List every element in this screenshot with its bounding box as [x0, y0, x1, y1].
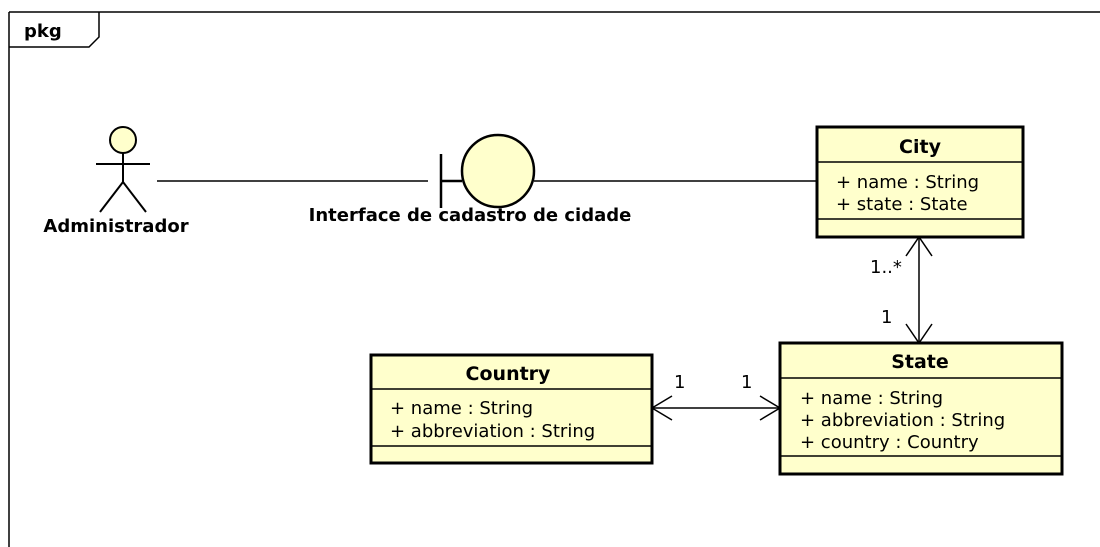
class-city-name: City — [899, 136, 942, 158]
actor-administrador[interactable]: Administrador — [43, 126, 189, 237]
boundary-icon — [439, 133, 536, 209]
class-state-attribute: + abbreviation : String — [800, 410, 1005, 431]
class-city-attribute: + state : State — [836, 194, 968, 215]
class-city[interactable]: City + name : String + state : State — [815, 125, 1025, 239]
multiplicity-state-end: 1 — [741, 372, 752, 393]
arrowhead-up-icon — [905, 235, 933, 257]
class-country-box — [369, 353, 654, 465]
association-city-state[interactable]: 1..* 1 — [870, 235, 933, 345]
arrowhead-left-icon — [650, 395, 673, 421]
class-state-attribute: + name : String — [800, 388, 943, 409]
package-tab — [9, 12, 100, 48]
class-state-box — [778, 341, 1064, 476]
actor-stick-figure-icon — [96, 126, 150, 213]
boundary-name: Interface de cadastro de cidade — [309, 205, 632, 226]
class-country-name: Country — [466, 363, 552, 385]
class-country[interactable]: Country + name : String + abbreviation :… — [369, 353, 654, 465]
class-country-attribute: + abbreviation : String — [390, 421, 595, 442]
association-country-state[interactable]: 1 1 — [650, 372, 782, 421]
boundary-interface-cadastro[interactable]: Interface de cadastro de cidade — [309, 133, 632, 226]
actor-right-leg — [122, 181, 147, 213]
multiplicity-country-end: 1 — [674, 372, 685, 393]
actor-left-leg — [99, 181, 124, 213]
package-label: pkg — [24, 21, 62, 42]
actor-head — [109, 126, 137, 154]
class-country-attribute: + name : String — [390, 398, 533, 419]
package-frame: pkg — [8, 11, 1100, 547]
class-state[interactable]: State + name : String + abbreviation : S… — [778, 341, 1064, 476]
boundary-circle — [460, 133, 536, 209]
multiplicity-city-end: 1..* — [870, 257, 902, 278]
class-state-name: State — [891, 351, 949, 373]
class-state-attribute: + country : Country — [800, 432, 979, 453]
multiplicity-state-end: 1 — [881, 307, 892, 328]
actor-name: Administrador — [43, 216, 188, 237]
arrowhead-right-icon — [759, 395, 782, 421]
class-city-attribute: + name : String — [836, 172, 979, 193]
